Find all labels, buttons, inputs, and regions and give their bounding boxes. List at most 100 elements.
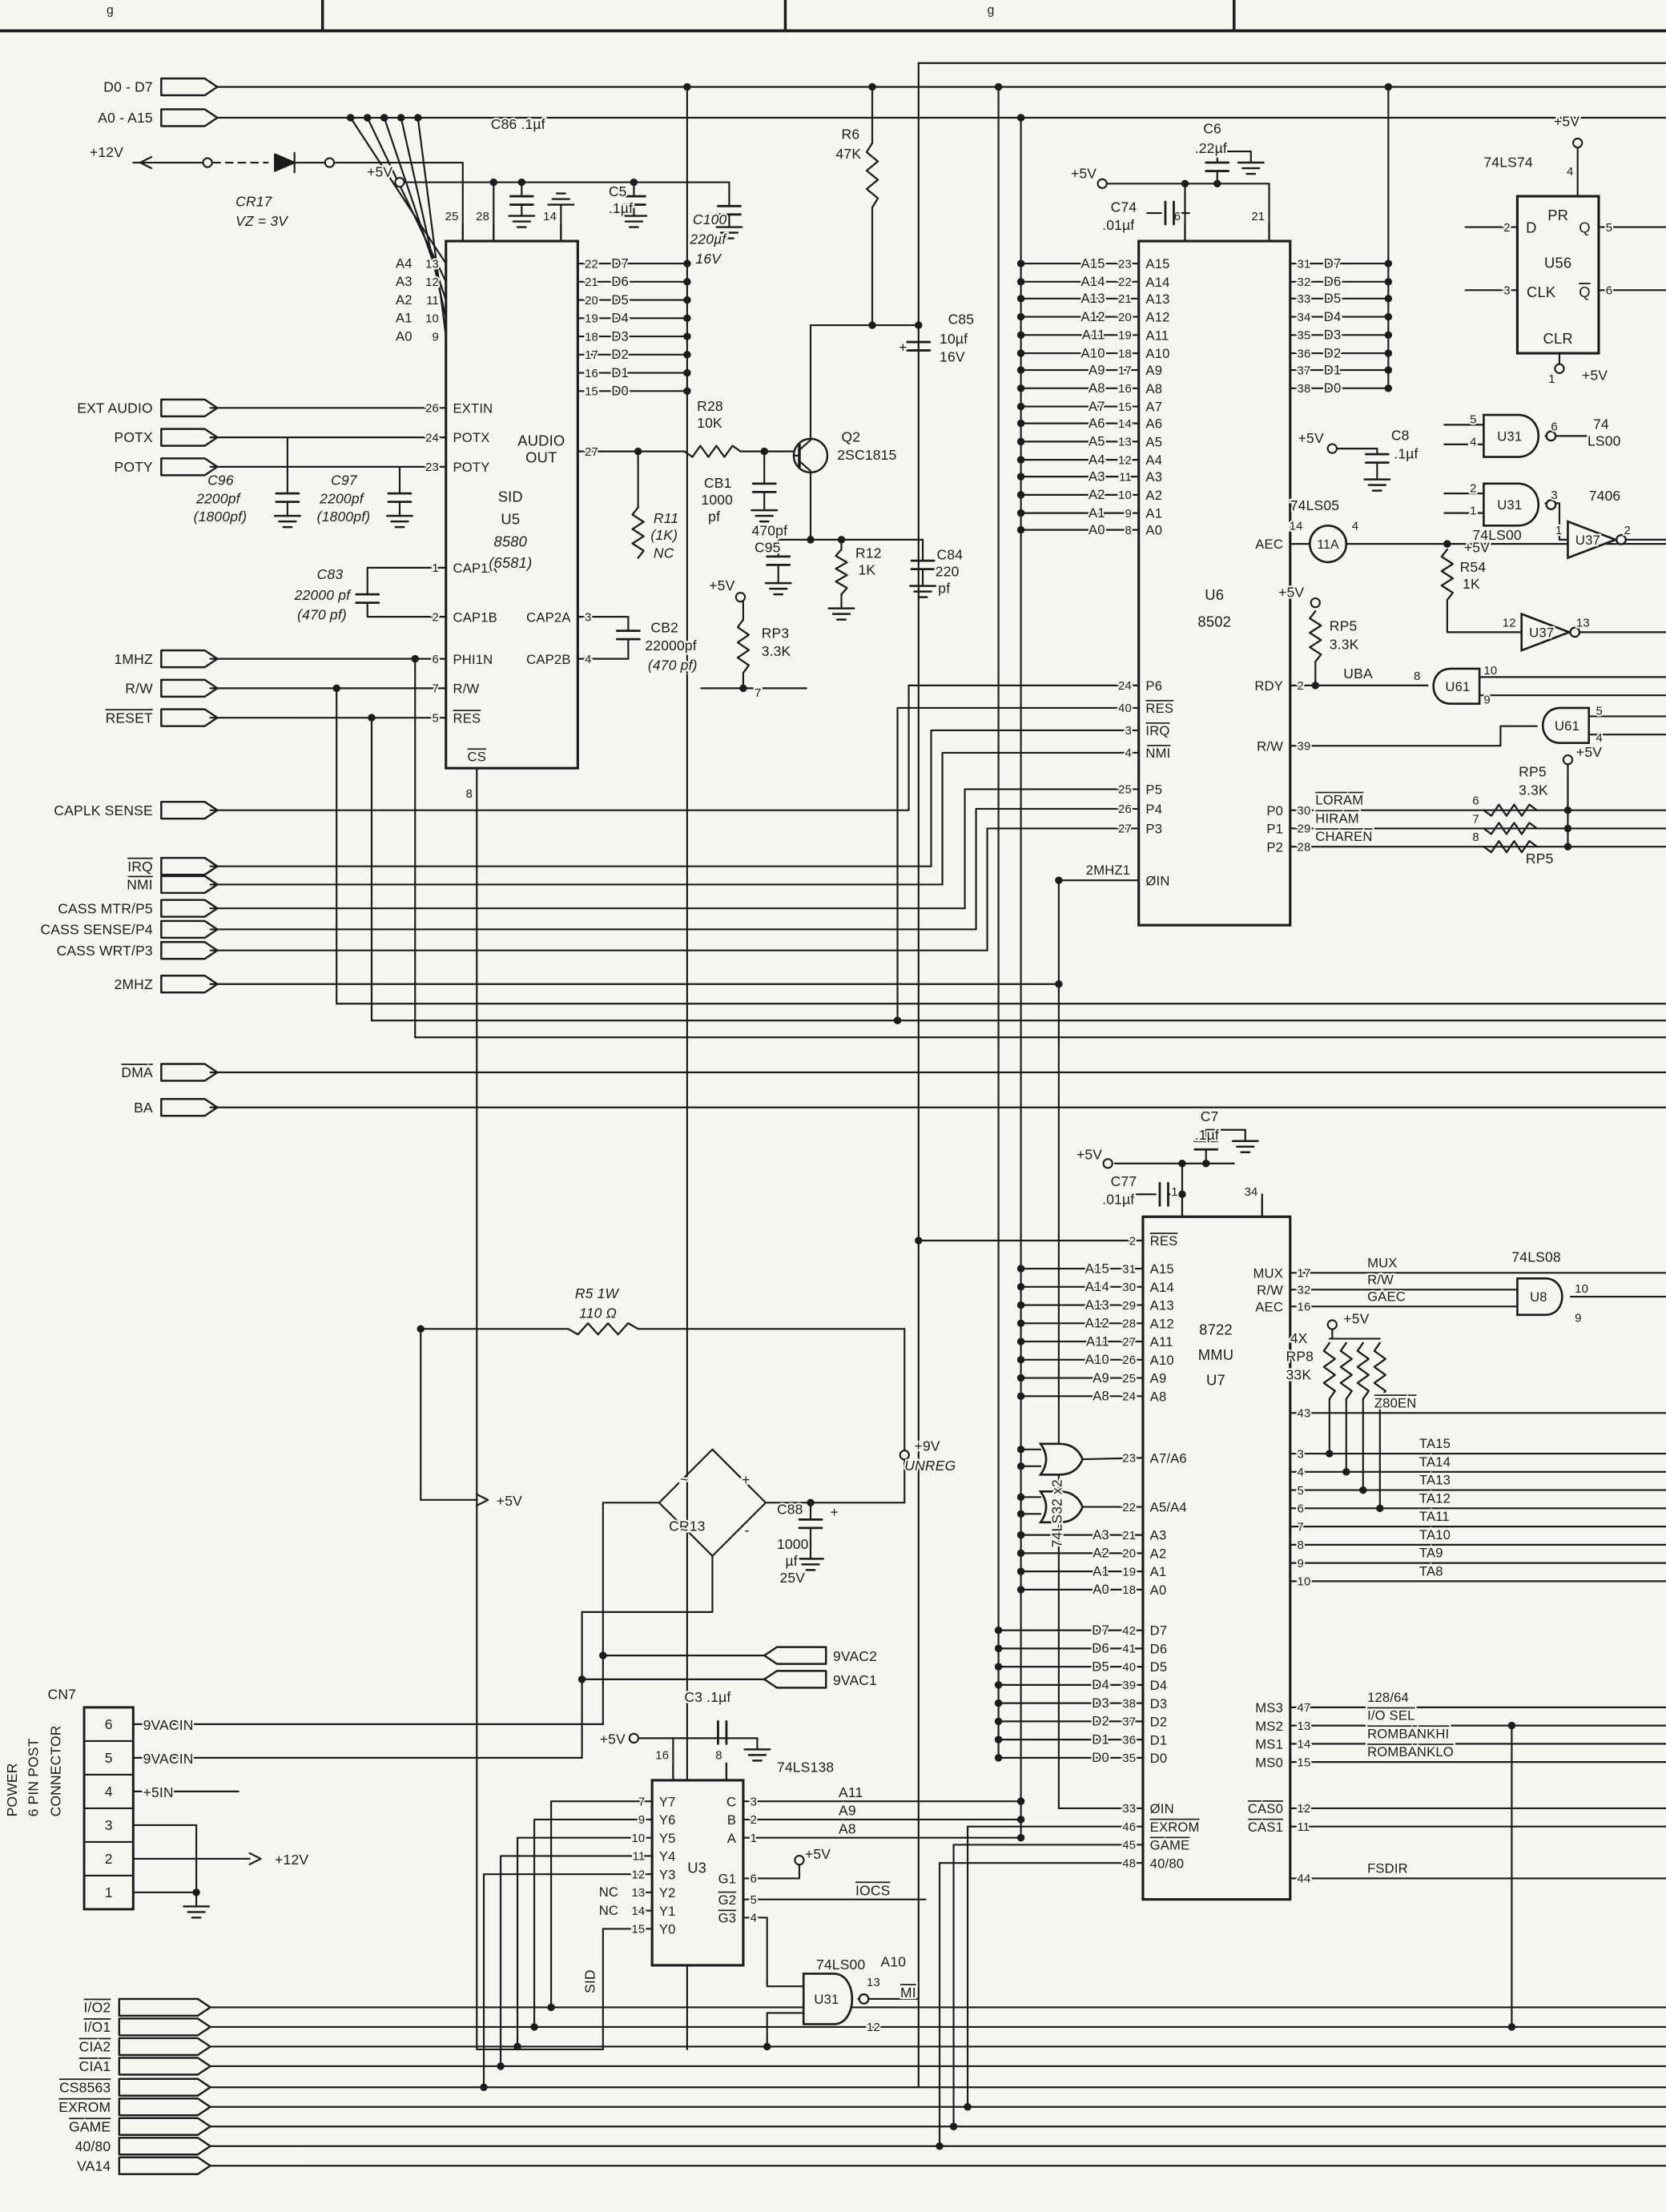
label: 8 — [1472, 831, 1479, 844]
junction-dot — [1016, 1392, 1025, 1401]
bus-flag — [160, 919, 219, 939]
pin-label: P5 — [1145, 782, 1162, 798]
signal-label: D1 — [1324, 362, 1342, 377]
signal-label: A10 — [1085, 1352, 1109, 1367]
pin-label: R/W — [1257, 1282, 1283, 1297]
junction-dot — [380, 114, 388, 122]
pin-number: 26 — [1118, 803, 1132, 816]
label: A9 — [839, 1803, 856, 1819]
bus-flag — [118, 2097, 211, 2117]
pin-number: 19 — [585, 313, 598, 326]
signal-label: D3 — [611, 328, 629, 344]
pin-label: A0 — [1145, 523, 1162, 538]
label: Q2 — [842, 428, 861, 444]
pin-label: A5/A4 — [1150, 1500, 1187, 1515]
wire — [274, 153, 296, 172]
signal-label: TA11 — [1419, 1509, 1450, 1524]
cn7-pin-number: 4 — [105, 1784, 113, 1800]
pin-number: 2 — [433, 611, 439, 624]
gate-u11a-label: 11A — [1317, 538, 1339, 552]
pin-number: 12 — [1118, 454, 1132, 467]
signal-label: 128/64 — [1367, 1690, 1409, 1705]
pin-number: 21 — [1251, 211, 1265, 223]
pin-label: A1 — [1145, 506, 1162, 521]
pin-label: EXROM — [1150, 1820, 1200, 1835]
pin-number: 3 — [1298, 1448, 1304, 1461]
wire — [1289, 725, 1539, 747]
label: 22000 pf — [294, 587, 352, 603]
label: UNREG — [904, 1458, 956, 1474]
pin-number: 18 — [1122, 1584, 1136, 1597]
signal-label: D0 — [611, 384, 629, 399]
pin-label: C — [726, 1794, 736, 1809]
signal-label: D2 — [611, 347, 629, 362]
label: CB1 — [704, 475, 732, 491]
label: 3.3K — [1330, 636, 1359, 652]
pin-label: EXTIN — [453, 400, 493, 416]
signal-label: D3 — [1324, 328, 1342, 343]
pin-label: A3 — [1145, 469, 1162, 485]
bus-flag — [160, 649, 219, 669]
junction-dot — [1384, 366, 1393, 374]
pin-label: MS1 — [1255, 1737, 1283, 1752]
label: 74LS00 — [1472, 527, 1521, 543]
pin-number: 2 — [1503, 222, 1510, 235]
pin-label: A0 — [1150, 1583, 1167, 1598]
pin-number: 25 — [1122, 1373, 1136, 1386]
junction-dot — [1178, 1160, 1186, 1168]
junction-dot — [480, 2083, 488, 2091]
label: 7 — [755, 687, 761, 700]
bus-flag — [160, 1098, 219, 1117]
signal-label: TA10 — [1419, 1527, 1451, 1542]
label: C6 — [1203, 120, 1221, 136]
pin-number: 14 — [1298, 1739, 1311, 1752]
label: 2 — [1624, 525, 1630, 537]
label: RP5 — [1526, 851, 1554, 867]
junction-dot — [1016, 295, 1025, 303]
label: C85 — [948, 311, 975, 327]
bus-flag — [160, 856, 219, 876]
pin-number: 17 — [585, 349, 598, 362]
transistor-body — [792, 437, 829, 474]
pin-label: CAP1B — [453, 609, 497, 625]
junction-dot — [1016, 1319, 1025, 1328]
label: .1µf — [1195, 1127, 1219, 1143]
bus-flag — [118, 2017, 211, 2037]
flag-label: POTY — [114, 459, 153, 475]
label: +5V — [1576, 744, 1602, 760]
label: RP8 — [1286, 1349, 1314, 1365]
junction-dot — [577, 1675, 586, 1683]
junction-dot — [192, 1888, 200, 1896]
label: 470pf — [751, 523, 787, 539]
pin-number: 22 — [1118, 276, 1132, 289]
pin-number: 45 — [1122, 1840, 1136, 1852]
pin-number: 13 — [1118, 436, 1132, 449]
flag-label: D0 - D7 — [103, 79, 153, 95]
junction-dot — [1016, 1567, 1025, 1575]
pin-label: MS3 — [1255, 1700, 1283, 1715]
wire — [964, 788, 1140, 910]
wire — [366, 116, 447, 283]
terminal-circle — [1097, 178, 1108, 189]
label: R11 — [654, 510, 678, 526]
gate-ls32b — [1038, 1490, 1085, 1524]
signal-label: A1 — [1093, 1563, 1109, 1579]
pin-number: 14 — [631, 1905, 645, 1918]
pin-label: A7/A6 — [1150, 1450, 1187, 1466]
pin-number: 13 — [631, 1887, 645, 1900]
label: 6 PIN POST — [25, 1738, 41, 1816]
label: +5V — [709, 577, 734, 593]
signal-label: A9 — [1093, 1370, 1109, 1386]
signal-label: A11 — [1082, 328, 1105, 343]
label: 8 — [1414, 670, 1420, 683]
label: RP5 — [1330, 618, 1358, 634]
pin-number: 11 — [633, 1851, 646, 1864]
label: 9VAC2 — [833, 1648, 877, 1664]
gate-u31a-label: U31 — [1497, 428, 1522, 444]
junction-dot — [994, 1754, 1003, 1762]
label: C100 — [693, 211, 727, 227]
label: 74LS00 — [816, 1957, 865, 1973]
pin-label: A11 — [1145, 328, 1169, 343]
pin-number: 8 — [1298, 1539, 1304, 1552]
pin-label: Y1 — [659, 1904, 676, 1919]
